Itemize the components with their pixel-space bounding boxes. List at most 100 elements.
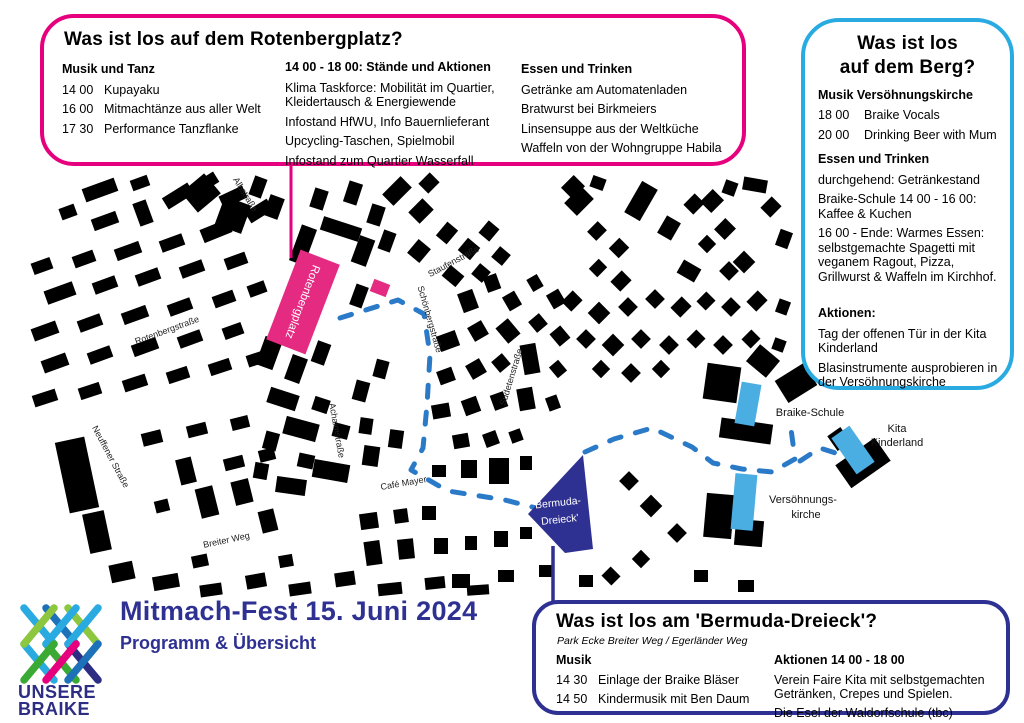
map-building: [460, 395, 482, 417]
map-building: [134, 267, 162, 287]
map-building: [207, 357, 233, 377]
map-building: [181, 173, 221, 213]
map-building: [719, 261, 739, 281]
logo-cross-stroke: [64, 640, 102, 684]
stands-actions-lines: Klima Taskforce: Mobilität im Quartier, …: [285, 81, 518, 169]
schedule-time: 20 00: [818, 127, 850, 142]
bermuda-triangle-label: Bermuda-: [535, 495, 583, 512]
map-building: [441, 264, 465, 288]
music-dance-header: Musik und Tanz: [62, 62, 155, 76]
schedule-label: Braike Vocals: [864, 108, 940, 122]
map-building: [721, 297, 741, 317]
map-building: [113, 240, 143, 262]
map-building: [467, 320, 489, 342]
food-drink-header: Essen und Trinken: [521, 62, 633, 76]
map-building: [745, 344, 781, 378]
walking-route: [582, 425, 798, 475]
map-building: [246, 280, 268, 298]
info-line: durchgehend: Getränkestand: [818, 172, 980, 187]
map-building: [545, 288, 567, 310]
map-building: [86, 345, 114, 365]
bermuda-actions-column: Aktionen 14 00 - 18 00 Verein Faire Kita…: [774, 653, 992, 723]
map-building: [222, 454, 246, 472]
map-building: [686, 329, 706, 349]
map-building: [466, 584, 490, 596]
berg-food-section: Essen und Trinken durchgehend: Getränkes…: [818, 152, 1000, 284]
map-building: [71, 249, 97, 269]
map-building: [645, 289, 665, 309]
map-building: [713, 335, 733, 355]
map-building: [309, 187, 329, 211]
berg-actions-section: Aktionen: Tag der offenen Tür in der Kit…: [818, 306, 1000, 390]
berg-info-box: Was ist los auf dem Berg? Musik Versöhnu…: [801, 18, 1014, 390]
map-building: [760, 196, 782, 218]
map-building: [244, 198, 274, 224]
map-building: [702, 362, 742, 404]
rotenbergplatz-info-box: Was ist los auf dem Rotenbergplatz? Musi…: [40, 14, 746, 168]
map-building: [129, 174, 151, 192]
logo-wordmark: BRAIKE: [18, 699, 90, 718]
map-building: [587, 301, 611, 325]
map-building: [396, 538, 416, 560]
map-building: [275, 475, 307, 497]
map-building: [579, 575, 593, 587]
map-building: [132, 199, 154, 227]
info-line: Infostand zum Quartier Wasserfall: [285, 153, 474, 168]
map-building: [58, 203, 78, 221]
map-building: [742, 176, 768, 194]
bermuda-info-box: Was ist los am 'Bermuda-Dreieck'? Park E…: [532, 600, 1010, 720]
map-building: [30, 320, 60, 342]
map-building: [223, 251, 249, 271]
schedule-row: 20 00 Drinking Beer with Mum: [818, 128, 1000, 143]
map-building: [408, 198, 434, 224]
map-building: [252, 461, 270, 481]
map-building: [683, 193, 705, 215]
map-building: [430, 402, 452, 420]
map-building: [491, 353, 511, 373]
map-building: [363, 540, 383, 566]
bermuda-music-header: Musik: [556, 653, 592, 667]
map-building: [31, 388, 59, 408]
map-building: [619, 471, 639, 491]
map-building: [774, 228, 794, 250]
map-building: [491, 246, 511, 266]
logo-cross-stroke: [42, 640, 80, 684]
map-building: [230, 478, 254, 506]
map-building: [43, 281, 77, 305]
bermuda-actions-header: Aktionen 14 00 - 18 00: [774, 653, 905, 667]
logo-cross-stroke: [20, 640, 58, 684]
map-building: [120, 304, 150, 326]
bermuda-triangle-area: [528, 455, 593, 553]
berg-music-header: Musik Versöhnungskirche: [818, 87, 973, 102]
map-building: [494, 531, 508, 547]
schedule-label: Einlage der Braike Bläser: [598, 673, 740, 687]
map-building: [696, 291, 716, 311]
event-title-block: Mitmach-Fest 15. Juni 2024 Programm & Üb…: [120, 596, 477, 654]
bermuda-triangle-label: Dreieck': [541, 512, 580, 528]
bermuda-actions-lines: Verein Faire Kita mit selbstgemachten Ge…: [774, 673, 992, 720]
info-line: Klima Taskforce: Mobilität im Quartier, …: [285, 80, 495, 110]
map-building: [121, 373, 149, 393]
schedule-label: Drinking Beer with Mum: [864, 127, 997, 142]
map-building: [465, 536, 477, 550]
highlighted-building: [734, 381, 762, 427]
info-line: Tag der offenen Tür in der Kita Kinderla…: [818, 326, 987, 356]
walking-route: [797, 445, 845, 464]
map-building: [263, 194, 285, 220]
map-building: [377, 581, 403, 597]
map-building: [741, 329, 761, 349]
map-building: [520, 456, 532, 470]
place-label: Kinderland: [871, 437, 924, 449]
place-label: Braike-Schule: [776, 407, 844, 419]
map-building: [699, 188, 725, 214]
map-building: [436, 366, 456, 386]
map-building: [334, 570, 356, 588]
berg-food-header: Essen und Trinken: [818, 152, 930, 166]
map-building: [211, 289, 237, 309]
